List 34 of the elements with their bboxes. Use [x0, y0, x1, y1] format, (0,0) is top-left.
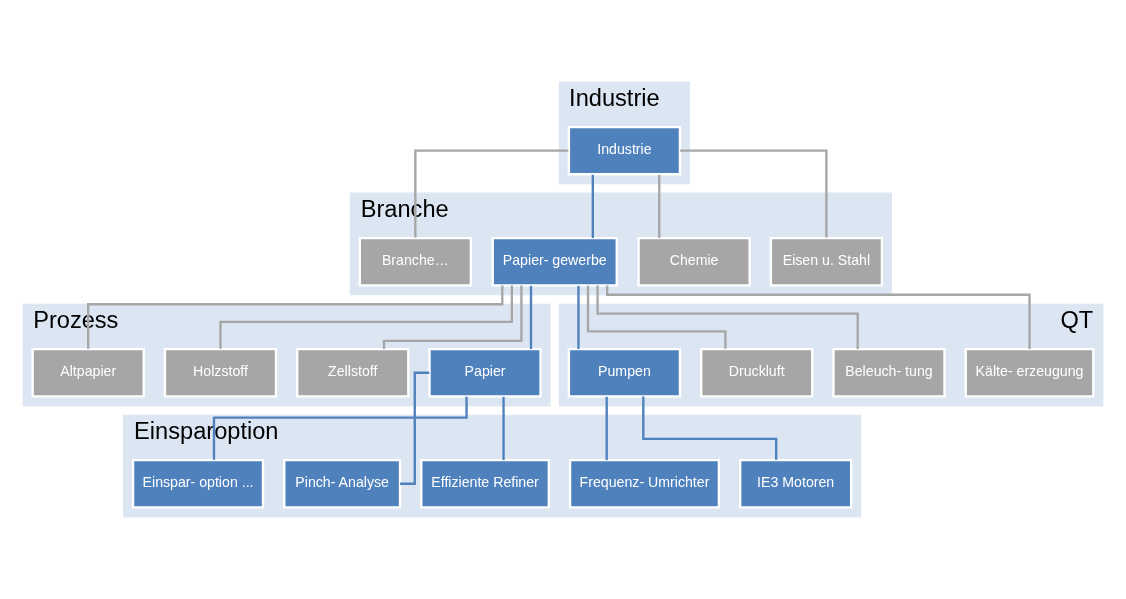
- connector: [591, 174, 594, 239]
- node-box: Zellstoff: [296, 347, 410, 398]
- node-box: Chemie: [637, 236, 751, 287]
- connector: [502, 396, 505, 461]
- node-box: Pinch- Analyse: [283, 458, 402, 509]
- node-box: Pumpen: [567, 347, 682, 398]
- node-box: Druckluft: [700, 347, 814, 398]
- node-box: Holzstoff: [163, 347, 278, 398]
- connector: [87, 285, 504, 349]
- connector: [596, 285, 859, 350]
- node-box: Branche…: [358, 236, 473, 287]
- node-box: Effiziente Refiner: [420, 458, 550, 509]
- connector: [658, 174, 661, 239]
- connector: [414, 149, 569, 238]
- connector: [606, 285, 1031, 349]
- node-box: Frequenz- Umrichter: [568, 458, 721, 509]
- node-box: Altpapier: [31, 347, 145, 398]
- connector: [680, 149, 828, 238]
- node-box: Papier- gewerbe: [491, 236, 618, 287]
- node-box: Eisen u. Stahl: [769, 236, 884, 287]
- connector: [382, 285, 523, 349]
- node-box: Papier: [428, 347, 542, 398]
- connector: [642, 396, 778, 460]
- connector: [400, 371, 430, 485]
- connector: [577, 285, 580, 350]
- connector: [529, 285, 533, 350]
- connector: [212, 396, 468, 460]
- connector: [605, 396, 608, 461]
- node-box: Kälte- erzeugung: [964, 347, 1095, 398]
- connector: [219, 285, 514, 349]
- node-box: Einspar- option ...: [131, 458, 265, 509]
- node-box: Beleuch- tung: [832, 347, 946, 398]
- node-box: Industrie: [567, 125, 682, 176]
- node-box: IE3 Motoren: [739, 458, 853, 509]
